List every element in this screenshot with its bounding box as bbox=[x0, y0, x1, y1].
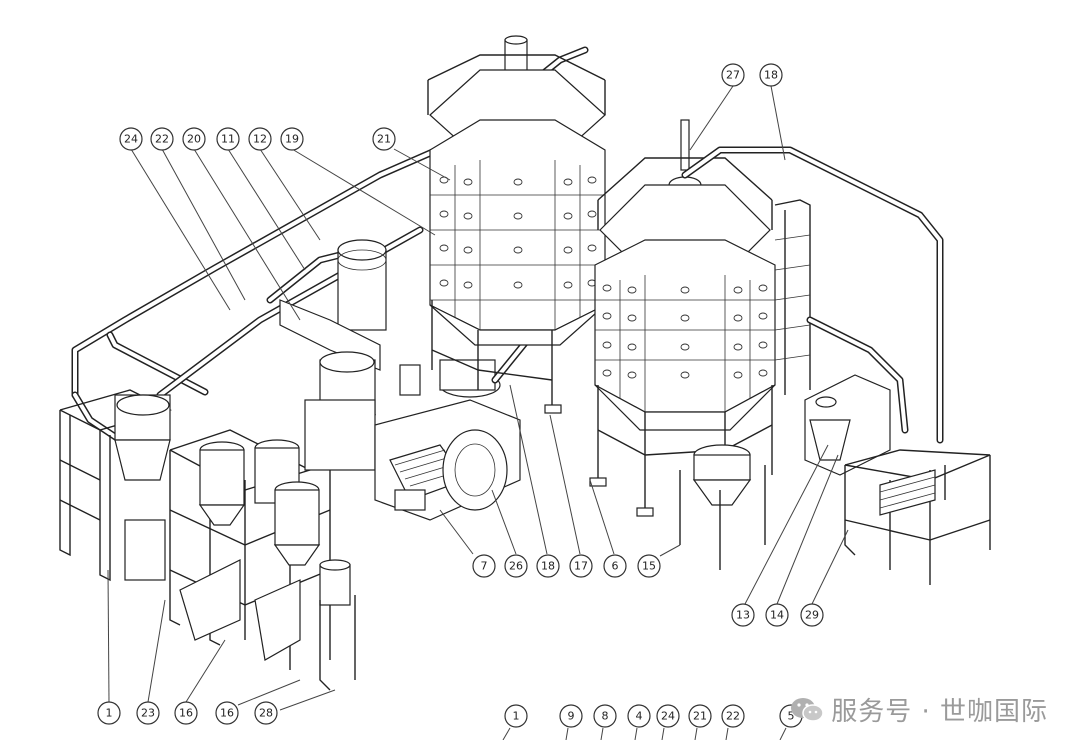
watermark-text: 服务号 · 世咖国际 bbox=[831, 697, 1048, 727]
callout-6: 6 bbox=[603, 554, 627, 578]
callout-17: 17 bbox=[569, 554, 593, 578]
right-conveying-pipe bbox=[681, 146, 944, 444]
callout-14: 14 bbox=[765, 603, 789, 627]
watermark: 服务号 · 世咖国际 bbox=[789, 691, 1048, 728]
callout-4: 4 bbox=[627, 704, 651, 728]
callout-16-b: 16 bbox=[215, 701, 239, 725]
callout-11: 11 bbox=[216, 127, 240, 151]
svg-text:20: 20 bbox=[187, 133, 201, 146]
callout-7: 7 bbox=[472, 554, 496, 578]
callout-1-left: 1 bbox=[97, 701, 121, 725]
callout-18-top: 18 bbox=[759, 63, 783, 87]
svg-text:24: 24 bbox=[124, 133, 138, 146]
callout-24: 24 bbox=[119, 127, 143, 151]
svg-text:4: 4 bbox=[636, 710, 643, 723]
svg-text:6: 6 bbox=[612, 560, 619, 573]
svg-text:12: 12 bbox=[253, 133, 267, 146]
svg-text:22: 22 bbox=[155, 133, 169, 146]
callout-22-bottom: 22 bbox=[721, 704, 745, 728]
leader-lines bbox=[107, 85, 849, 740]
svg-text:28: 28 bbox=[259, 707, 273, 720]
small-hopper bbox=[679, 444, 766, 570]
callout-29: 29 bbox=[800, 603, 824, 627]
svg-text:14: 14 bbox=[770, 609, 784, 622]
svg-text:26: 26 bbox=[509, 560, 523, 573]
callouts: 24 22 20 11 12 19 21 27 18 7 26 18 17 6 … bbox=[97, 63, 824, 728]
svg-text:13: 13 bbox=[736, 609, 750, 622]
svg-text:24: 24 bbox=[661, 710, 675, 723]
right-packing-unit bbox=[804, 374, 991, 585]
left-frame-unit bbox=[59, 389, 172, 582]
svg-text:17: 17 bbox=[574, 560, 588, 573]
callout-24-bottom: 24 bbox=[656, 704, 680, 728]
callout-27: 27 bbox=[721, 63, 745, 87]
callout-26: 26 bbox=[504, 554, 528, 578]
svg-text:18: 18 bbox=[764, 69, 778, 82]
callout-16-a: 16 bbox=[174, 701, 198, 725]
callout-21-bottom: 21 bbox=[688, 704, 712, 728]
svg-text:27: 27 bbox=[726, 69, 740, 82]
svg-text:22: 22 bbox=[726, 710, 740, 723]
cyclone-unit bbox=[266, 239, 387, 471]
svg-text:1: 1 bbox=[513, 710, 520, 723]
callout-1-bottom: 1 bbox=[504, 704, 528, 728]
callout-9: 9 bbox=[559, 704, 583, 728]
callout-23: 23 bbox=[136, 701, 160, 725]
svg-text:19: 19 bbox=[285, 133, 299, 146]
callout-12: 12 bbox=[248, 127, 272, 151]
svg-text:15: 15 bbox=[642, 560, 656, 573]
svg-text:8: 8 bbox=[602, 710, 609, 723]
callout-21-top: 21 bbox=[372, 127, 396, 151]
svg-text:21: 21 bbox=[377, 133, 391, 146]
wechat-icon bbox=[791, 697, 824, 722]
svg-text:9: 9 bbox=[568, 710, 575, 723]
silo-right bbox=[589, 119, 811, 517]
callout-18-mid: 18 bbox=[536, 554, 560, 578]
dosing-frames bbox=[169, 429, 356, 691]
svg-text:16: 16 bbox=[220, 707, 234, 720]
svg-text:21: 21 bbox=[693, 710, 707, 723]
svg-text:23: 23 bbox=[141, 707, 155, 720]
svg-text:29: 29 bbox=[805, 609, 819, 622]
svg-text:1: 1 bbox=[106, 707, 113, 720]
callout-8: 8 bbox=[593, 704, 617, 728]
callout-22: 22 bbox=[150, 127, 174, 151]
callout-19: 19 bbox=[280, 127, 304, 151]
callout-13: 13 bbox=[731, 603, 755, 627]
svg-text:11: 11 bbox=[221, 133, 235, 146]
callout-15: 15 bbox=[637, 554, 661, 578]
svg-text:7: 7 bbox=[481, 560, 488, 573]
callout-20: 20 bbox=[182, 127, 206, 151]
svg-text:5: 5 bbox=[788, 710, 795, 723]
callout-28: 28 bbox=[254, 701, 278, 725]
svg-text:16: 16 bbox=[179, 707, 193, 720]
svg-text:18: 18 bbox=[541, 560, 555, 573]
silo-left bbox=[427, 35, 606, 414]
